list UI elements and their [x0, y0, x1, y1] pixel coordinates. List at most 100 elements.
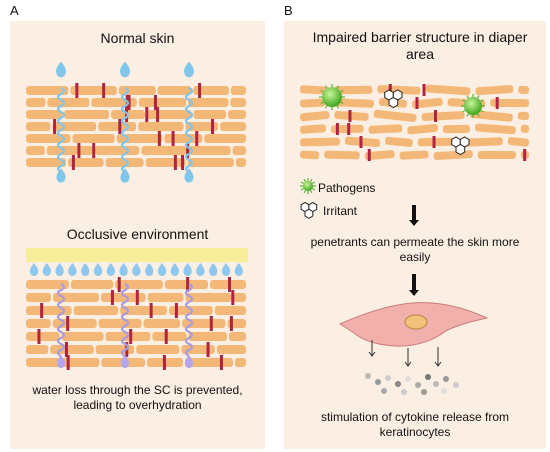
- lipid-marker: [186, 143, 190, 158]
- corneocyte: [235, 358, 246, 367]
- lipid-marker: [153, 95, 157, 110]
- lipid-marker: [37, 329, 41, 344]
- normal-skin-title: Normal skin: [100, 30, 175, 46]
- cytokine-dot: [443, 376, 449, 382]
- lipid-marker: [422, 84, 426, 96]
- water-drop-icon: [93, 263, 103, 276]
- corneocyte: [214, 306, 246, 315]
- corneocyte: [26, 146, 45, 155]
- lipid-marker: [434, 110, 438, 122]
- water-drop-icon: [184, 168, 194, 183]
- corneocyte: [98, 319, 142, 328]
- corneocyte: [26, 110, 63, 119]
- corneocyte: [368, 124, 403, 134]
- cytokine-text: stimulation of cytokine release from ker…: [320, 410, 510, 439]
- lipid-marker: [415, 97, 419, 109]
- water-drop-icon: [184, 61, 194, 78]
- corneocyte: [26, 158, 67, 167]
- lipid-marker: [231, 290, 235, 305]
- corneocyte: [26, 319, 51, 328]
- lipid-marker: [347, 123, 351, 135]
- lipid-marker: [335, 123, 339, 135]
- cytokine-dot: [385, 375, 391, 381]
- lipid-marker: [359, 136, 363, 148]
- corneocyte: [64, 110, 110, 119]
- lipid-marker: [181, 155, 185, 170]
- corneocyte: [193, 110, 227, 119]
- lipid-marker: [66, 316, 70, 331]
- corneocyte: [520, 124, 530, 133]
- water-drop-icon: [209, 263, 218, 276]
- corneocyte: [299, 98, 326, 108]
- panel-b-label: B: [284, 3, 293, 18]
- cytokine-dot: [441, 388, 447, 394]
- corneocyte: [417, 137, 455, 147]
- corneocyte: [299, 124, 327, 134]
- corneocyte: [459, 137, 503, 147]
- water-drop-icon: [184, 355, 194, 368]
- corneocyte: [182, 319, 226, 328]
- corneocyte: [477, 150, 516, 160]
- corneocyte: [143, 319, 181, 328]
- cytokine-dot: [401, 389, 407, 395]
- corneocyte: [324, 150, 360, 160]
- corneocyte: [230, 86, 246, 95]
- lipid-marker: [117, 277, 121, 292]
- lipid-marker: [157, 131, 161, 146]
- corneocyte: [70, 280, 114, 289]
- corneocyte: [373, 109, 417, 122]
- water-path: [184, 87, 194, 173]
- thin-arrow-icon: [368, 351, 376, 357]
- lipid-marker: [229, 316, 233, 331]
- pathogen-icon: [300, 178, 316, 194]
- corneocyte: [105, 158, 144, 167]
- cytokine-dot: [405, 376, 411, 382]
- corneocyte: [141, 146, 187, 155]
- corneocyte: [364, 150, 395, 161]
- corneocyte: [204, 134, 246, 143]
- corneocyte: [185, 293, 232, 302]
- corneocyte: [61, 332, 104, 341]
- corneocyte: [188, 146, 231, 155]
- corneocyte: [152, 332, 187, 341]
- water-drop-icon: [119, 263, 128, 276]
- lipid-marker: [77, 143, 81, 158]
- corneocyte: [490, 98, 530, 108]
- cytokine-dot: [375, 379, 381, 385]
- cytokine-dot: [421, 389, 427, 395]
- lipid-marker: [118, 119, 122, 134]
- cytokine-dot: [433, 381, 439, 387]
- water-drop-icon: [234, 263, 243, 276]
- lipid-marker: [173, 155, 177, 170]
- corneocyte: [407, 123, 438, 135]
- water-drop-icon: [81, 263, 90, 276]
- corneocyte: [299, 150, 320, 160]
- corneocyte: [399, 150, 429, 160]
- lipid-marker: [71, 155, 75, 170]
- corneocyte: [385, 136, 413, 147]
- water-path: [56, 87, 66, 173]
- water-drop-icon: [29, 263, 39, 276]
- corneocyte: [299, 137, 340, 147]
- cell-nucleus: [404, 314, 428, 330]
- lipid-marker: [195, 131, 199, 146]
- corneocyte: [411, 97, 443, 109]
- normal-skin-stratum-corneum: [26, 83, 246, 170]
- lipid-marker: [149, 303, 153, 318]
- corneocyte: [138, 122, 184, 131]
- corneocyte: [26, 86, 69, 95]
- down-arrow-icon: [409, 205, 419, 226]
- down-arrow-icon: [409, 274, 419, 296]
- lipid-marker: [66, 355, 70, 370]
- impaired-skin-stratum-corneum: [299, 84, 530, 161]
- corneocyte: [235, 158, 246, 167]
- water-drop-icon: [145, 263, 154, 276]
- lipid-marker: [156, 107, 160, 122]
- lipid-marker: [432, 136, 436, 148]
- water-drop-icon: [120, 61, 130, 78]
- water-drop-icon: [56, 355, 66, 368]
- water-drop-icon: [55, 263, 64, 276]
- cytokine-dot: [365, 373, 371, 379]
- corneocyte: [344, 136, 381, 147]
